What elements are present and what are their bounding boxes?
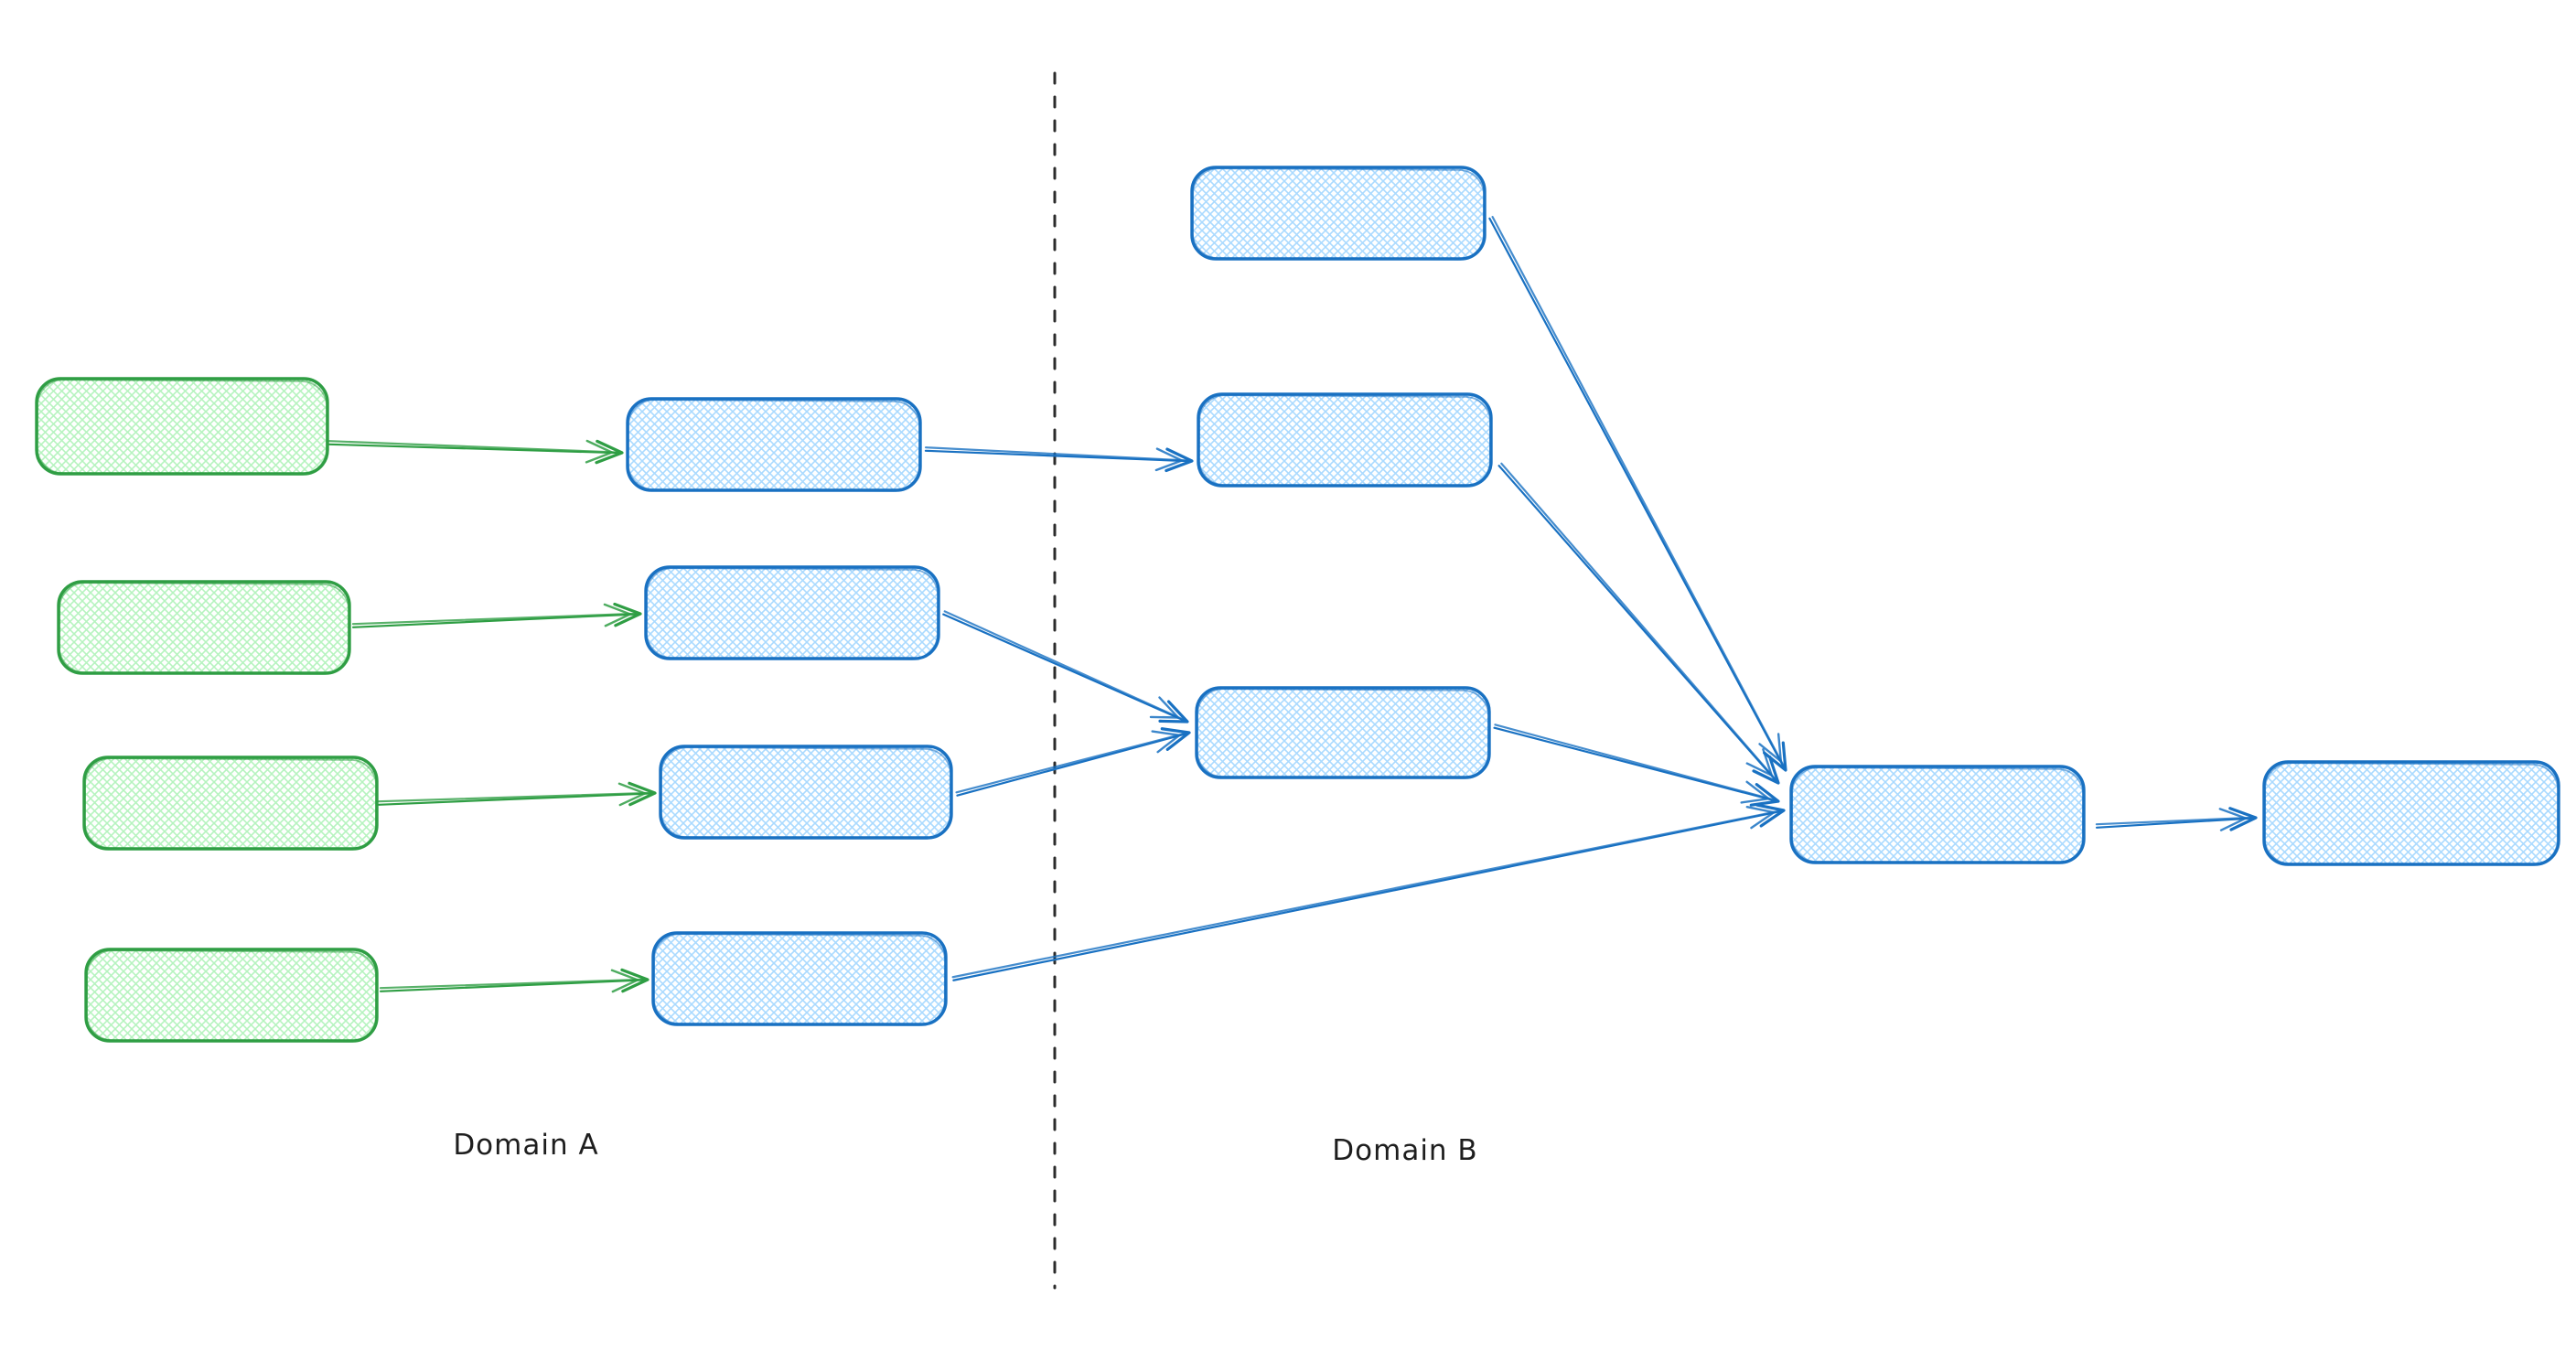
domain-b-output-sketch-stroke [2263,762,2560,866]
edge-merge-output [2095,807,2258,831]
edge-source1-stage1 [327,439,624,465]
edge-node2-merge-arrowhead [1745,748,1773,777]
edge-stage3-node3 [955,727,1191,797]
edge-stage4-merge-arrowhead [1755,803,1786,828]
edge-node3-merge-arrowhead [1749,783,1780,807]
domain-a-stage-4-shape [651,931,948,1026]
domain-a-source-1-sketch-stroke [36,379,328,476]
domain-b-node-3-sketch-stroke [1196,688,1490,779]
edge-stage1-node2-line [924,446,1190,462]
edge-stage2-node3-arrowhead [1158,700,1189,724]
edge-source4-stage4-line [379,978,646,990]
edge-source2-stage2-arrowhead [613,602,642,627]
domain-b-label: Domain B [1332,1134,1477,1167]
edge-source1-stage1-arrowhead [585,439,614,464]
edge-stage2-node3-arrowhead [1149,696,1180,719]
domain-a-source-2-sketch-stroke [58,582,350,675]
domain-a-stage-2-shape [644,565,940,660]
edge-stage4-merge-line [951,809,1782,979]
edge-source3-stage3-line [377,791,653,803]
edge-stage2-node3-line [943,610,1186,722]
edge-merge-output-line [2095,816,2254,826]
edge-source2-stage2-line [351,612,639,626]
domain-a-stage-1 [626,397,922,492]
edge-source4-stage4 [379,968,649,993]
domain-a-source-4-shape [84,948,379,1043]
domain-b-merge [1789,765,2086,864]
edge-stage1-node2 [924,446,1194,473]
domain-b-merge-sketch-stroke [1790,766,2085,864]
edge-source4-stage4-arrowhead [610,969,639,993]
domain-a-stage-1-sketch-stroke [627,399,921,492]
domain-a-stage-2 [644,565,940,660]
domain-a-stage-3 [659,745,953,840]
edge-node2-merge-line [1500,462,1777,781]
edge-source2-stage2 [351,602,642,628]
edge-source1-stage1-arrowhead [595,439,624,465]
edge-merge-output-arrowhead [2228,807,2258,831]
domain-a-label: Domain A [453,1129,598,1162]
edge-stage1-node2-arrowhead [1154,447,1184,472]
domain-b-node-2-sketch-stroke [1197,394,1492,488]
edge-source3-stage3 [377,781,657,807]
domain-a-source-1 [35,377,329,476]
edge-source4-stage4-line [379,979,646,992]
edge-stage3-node3-line [955,732,1187,794]
domain-a-source-2 [57,580,351,675]
edge-node2-merge-arrowhead [1752,755,1780,785]
edge-source1-stage1-line [327,443,620,455]
domain-a-stage-3-sketch-stroke [660,746,952,840]
edge-node3-merge [1493,724,1780,807]
edge-node1-merge-line [1491,216,1786,768]
edge-stage3-node3-arrowhead [1160,727,1191,751]
domain-b-node-2 [1197,392,1493,488]
domain-b-node-2-shape [1197,392,1493,488]
edge-stage4-merge [951,803,1786,981]
edge-stage2-node3 [942,610,1189,724]
domain-a-source-3-shape [82,756,379,851]
edge-stage3-node3-arrowhead [1151,730,1181,754]
edge-node3-merge-arrowhead [1740,780,1770,804]
edge-node2-merge-line [1497,465,1777,782]
domain-b-node-1-sketch-stroke [1191,167,1486,261]
edge-stage4-merge-arrowhead [1745,806,1776,830]
edge-source2-stage2-arrowhead [603,603,632,627]
edge-merge-output-arrowhead [2218,808,2248,831]
domain-a-source-3-sketch-stroke [83,757,378,851]
domain-a-source-1-shape [35,377,329,476]
domain-a-stage-4 [651,931,948,1026]
domain-b-node-3 [1195,686,1491,779]
edge-node1-merge-arrowhead [1758,733,1783,763]
domain-a-stage-4-sketch-stroke [652,933,947,1026]
edge-node1-merge [1488,216,1787,772]
edge-source4-stage4-arrowhead [620,968,649,993]
edge-source3-stage3-arrowhead [628,781,657,807]
domain-a-stage-3-shape [659,745,953,840]
domain-b-output [2262,760,2560,866]
edge-node2-merge [1497,462,1780,785]
domain-b-node-1-shape [1190,166,1487,261]
edge-stage1-node2-arrowhead [1165,447,1194,473]
domain-b-node-3-shape [1195,686,1491,779]
domain-a-source-3 [82,756,379,851]
edge-node3-merge-line [1494,724,1776,801]
edge-source1-stage1-line [327,440,620,454]
domain-b-node-1 [1190,166,1487,261]
domain-a-source-2-shape [57,580,351,675]
domain-a-stage-1-shape [626,397,922,492]
domain-b-output-shape [2262,760,2560,866]
edge-source3-stage3-arrowhead [617,782,647,807]
domain-b-merge-shape [1789,765,2086,864]
domain-a-source-4-sketch-stroke [85,949,378,1043]
domain-a-source-4 [84,948,379,1043]
domain-a-stage-2-sketch-stroke [645,567,939,660]
